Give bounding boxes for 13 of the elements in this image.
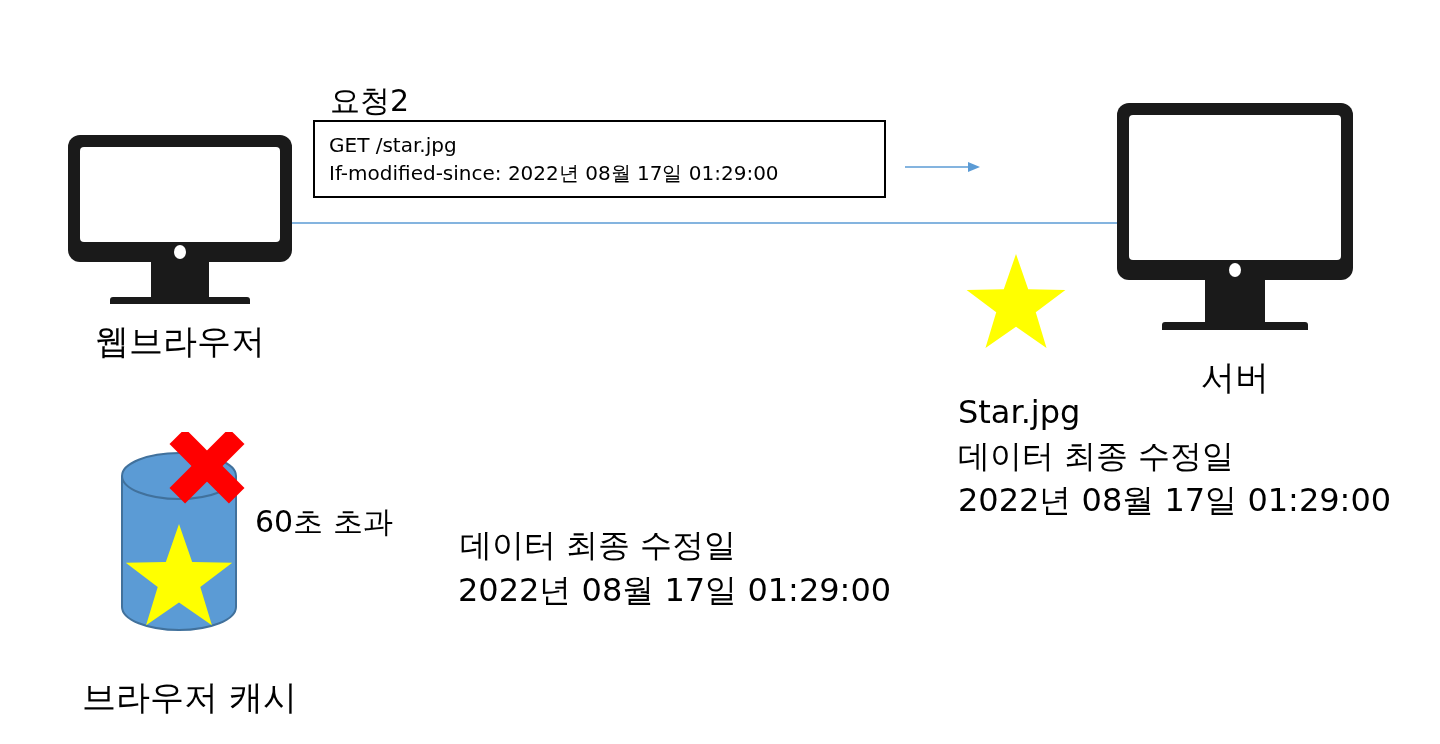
connector-line [291,222,1118,224]
request-heading: 요청2 [330,82,410,120]
side-note: 60초 초과 [255,503,393,541]
text-label: 데이터 최종 수정일 [460,525,737,565]
node-label: 서버 [1201,356,1269,399]
node-label: 브라우저 캐시 [82,676,297,719]
text-label: 2022년 08월 17일 01:29:00 [458,570,892,610]
node-label: 웹브라우저 [95,320,265,363]
text-label: 데이터 최종 수정일 [958,436,1235,476]
request-line: GET /star.jpg [329,132,458,159]
text-label: Star.jpg [958,392,1081,432]
request-line: If-modified-since: 2022년 08월 17일 01:29:00 [329,160,780,187]
text-label: 2022년 08월 17일 01:29:00 [958,480,1392,520]
